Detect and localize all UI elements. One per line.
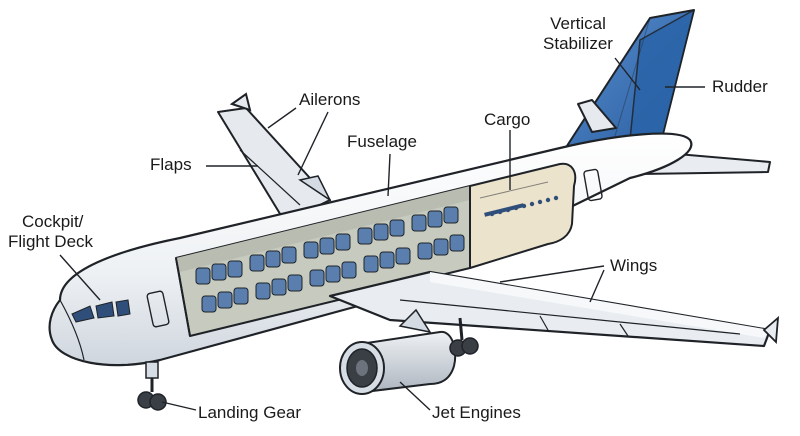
label-vertical-stabilizer-line1: Vertical [550, 14, 606, 33]
cabin-cutaway [175, 185, 471, 337]
label-ailerons: Ailerons [299, 90, 361, 109]
leader-lines [59, 57, 705, 411]
passenger-seats [195, 206, 465, 313]
label-jet-engines: Jet Engines [432, 403, 521, 422]
label-vertical-stabilizer-line2: Stabilizer [543, 34, 613, 53]
label-vertical-stabilizer: Vertical Stabilizer [528, 14, 628, 54]
far-wing [217, 92, 332, 223]
jet-engine [339, 308, 457, 395]
label-rudder: Rudder [712, 77, 768, 96]
near-wing [328, 270, 780, 348]
main-landing-gear [449, 317, 479, 357]
label-cockpit-line1: Cockpit/ [22, 212, 84, 231]
cockpit-windows [71, 299, 131, 323]
label-wings: Wings [610, 256, 658, 275]
fuselage-windows [489, 195, 559, 217]
label-cargo: Cargo [484, 110, 531, 129]
nose-landing-gear [137, 361, 167, 411]
label-cockpit: Cockpit/ Flight Deck [8, 212, 93, 252]
label-cockpit-line2: Flight Deck [8, 232, 94, 251]
label-flaps: Flaps [150, 155, 192, 174]
label-landing-gear: Landing Gear [198, 403, 302, 422]
label-fuselage: Fuselage [347, 132, 417, 151]
